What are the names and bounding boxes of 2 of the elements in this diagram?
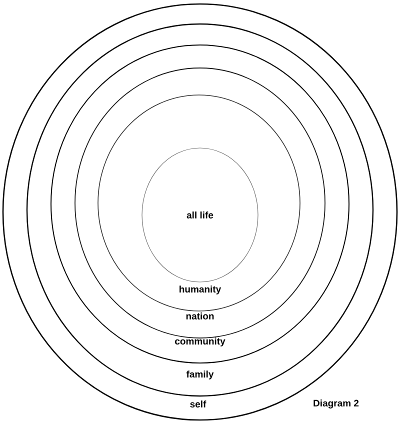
ellipse-ring: all life: [142, 148, 258, 282]
caption: Diagram 2: [314, 400, 359, 408]
